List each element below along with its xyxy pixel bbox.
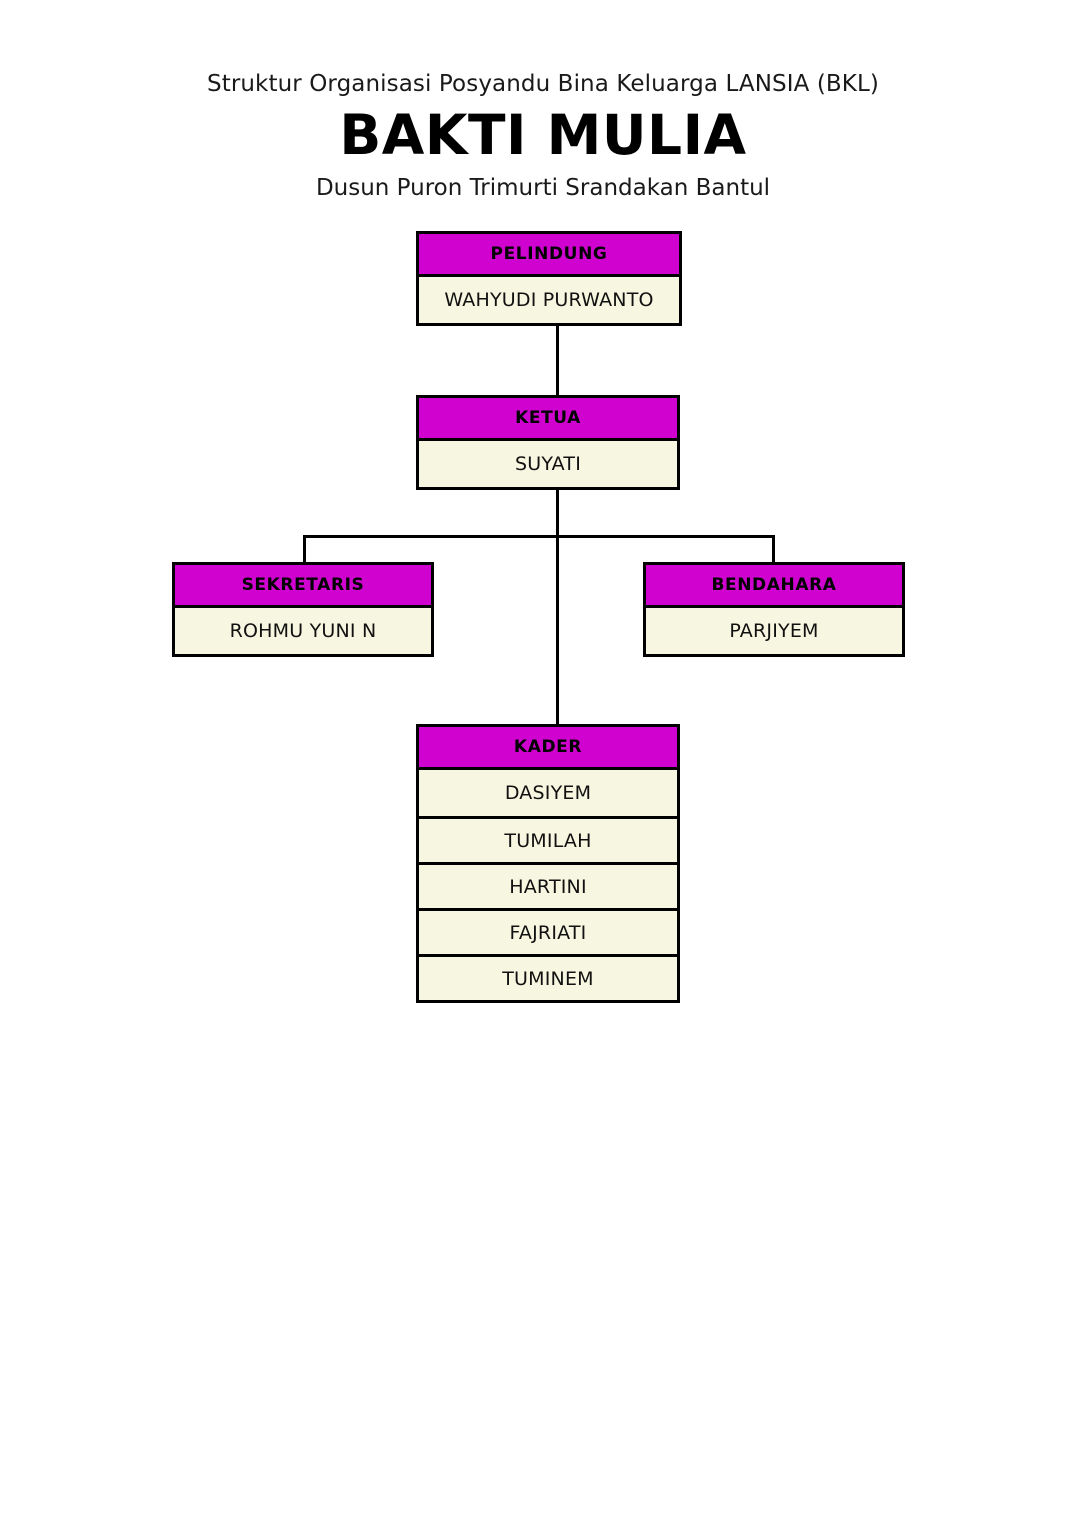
header-subtitle-top: Struktur Organisasi Posyandu Bina Keluar…	[207, 71, 879, 97]
org-node-member: DASIYEM	[419, 770, 677, 816]
org-node-role-label: SEKRETARIS	[175, 565, 431, 608]
connector-horizontal-bus	[303, 535, 775, 538]
header-subtitle-bottom: Dusun Puron Trimurti Srandakan Bantul	[315, 174, 771, 201]
org-node-pelindung: PELINDUNG WAHYUDI PURWANTO	[416, 231, 682, 326]
page-title: BAKTI MULIA	[339, 102, 747, 167]
org-node-role-label: PELINDUNG	[419, 234, 679, 277]
connector-pelindung-to-ketua	[556, 323, 559, 397]
org-node-role-label: BENDAHARA	[646, 565, 902, 608]
org-node-member: PARJIYEM	[646, 608, 902, 654]
org-node-member: HARTINI	[419, 862, 677, 908]
org-node-member: SUYATI	[419, 441, 677, 487]
org-node-role-label: KADER	[419, 727, 677, 770]
org-node-kader: KADER DASIYEM TUMILAH HARTINI FAJRIATI T…	[416, 724, 680, 1003]
org-node-ketua: KETUA SUYATI	[416, 395, 680, 490]
org-node-member: TUMINEM	[419, 954, 677, 1000]
org-node-member: WAHYUDI PURWANTO	[419, 277, 679, 323]
connector-ketua-trunk	[556, 487, 559, 726]
connector-bus-to-sekretaris	[303, 535, 306, 564]
org-node-sekretaris: SEKRETARIS ROHMU YUNI N	[172, 562, 434, 657]
org-node-member: ROHMU YUNI N	[175, 608, 431, 654]
org-node-member: FAJRIATI	[419, 908, 677, 954]
page-header: Struktur Organisasi Posyandu Bina Keluar…	[0, 70, 1086, 202]
org-node-member: TUMILAH	[419, 816, 677, 862]
org-node-bendahara: BENDAHARA PARJIYEM	[643, 562, 905, 657]
connector-bus-to-bendahara	[772, 535, 775, 564]
org-node-role-label: KETUA	[419, 398, 677, 441]
